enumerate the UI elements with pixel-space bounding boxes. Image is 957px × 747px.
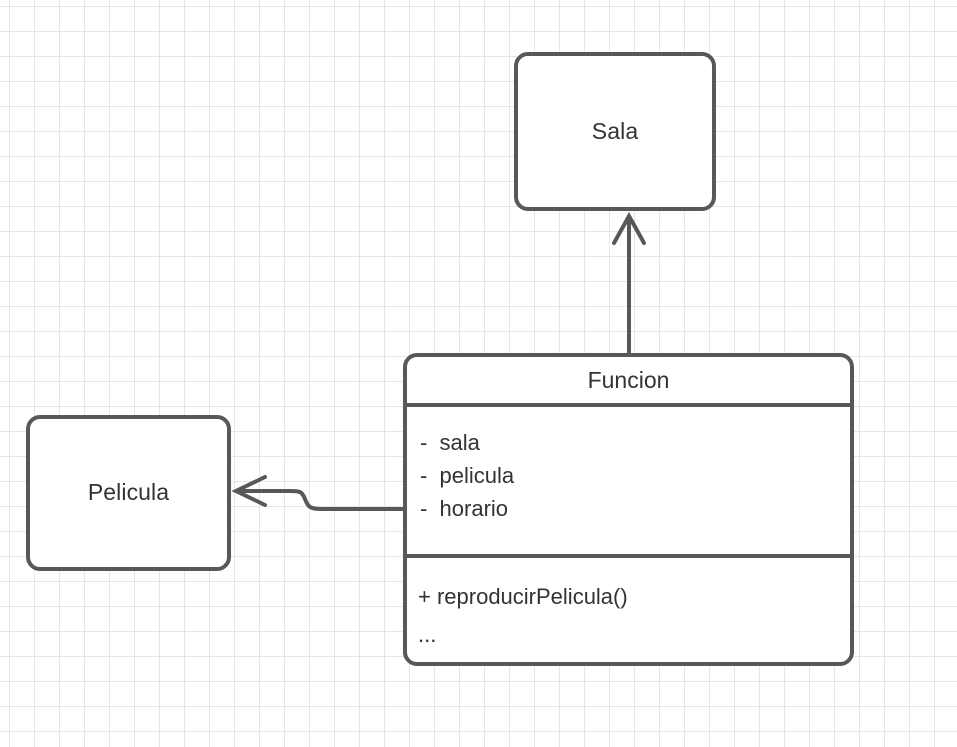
class-name-compartment: Funcion (407, 357, 850, 407)
class-name-funcion: Funcion (587, 366, 670, 393)
class-node-sala[interactable]: Sala (514, 52, 716, 211)
attribute-row: - sala (420, 430, 480, 455)
edge-funcion-to-sala[interactable] (612, 211, 646, 353)
class-node-funcion[interactable]: Funcion - sala - pelicula - horario + re… (403, 353, 854, 666)
attribute-row: - horario (420, 496, 509, 521)
edge-funcion-to-pelicula[interactable] (231, 475, 403, 511)
class-name-sala: Sala (591, 117, 639, 144)
operation-row: ... (418, 622, 437, 647)
class-name-pelicula: Pelicula (87, 479, 170, 506)
attribute-row: - pelicula (420, 463, 515, 488)
class-attributes-compartment: - sala - pelicula - horario (407, 407, 850, 558)
operation-row: + reproducirPelicula() (418, 584, 628, 609)
class-operations-compartment: + reproducirPelicula() ... (407, 558, 850, 662)
class-node-pelicula[interactable]: Pelicula (26, 415, 231, 571)
